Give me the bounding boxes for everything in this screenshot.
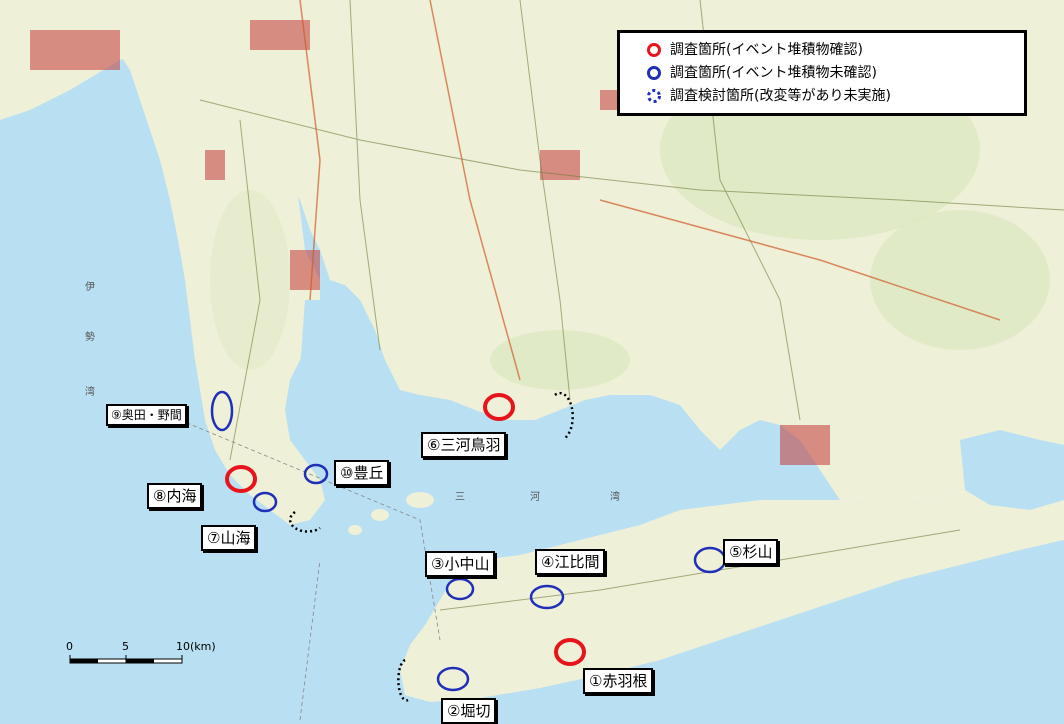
road-network xyxy=(199,0,1064,611)
legend-confirmed-icon xyxy=(647,43,661,57)
scale-tick-5: 5 xyxy=(122,640,129,653)
site-marker-2 xyxy=(436,666,470,692)
island xyxy=(371,509,389,521)
site-label-toyooka: ⑩豊丘 xyxy=(334,460,390,486)
legend-planned-label: 調査検討箇所(改変等があり未実施) xyxy=(670,88,891,104)
sea-labels: 伊 勢 湾 三 河 湾 xyxy=(85,281,620,503)
svg-text:勢: 勢 xyxy=(85,330,95,343)
planned-site-marks xyxy=(288,391,574,702)
site-label-sugiyama: ⑤杉山 xyxy=(723,539,779,565)
island xyxy=(348,525,362,535)
legend-planned-icon xyxy=(647,89,661,103)
site-marker-8 xyxy=(225,465,257,493)
island xyxy=(406,492,434,508)
svg-text:三: 三 xyxy=(455,492,465,503)
chita-bay xyxy=(295,300,380,450)
scale-tick-10: 10(km) xyxy=(176,640,216,653)
site-marker-7 xyxy=(252,491,278,513)
legend-unconfirmed-icon xyxy=(647,66,661,80)
site-marker-1 xyxy=(554,638,586,666)
site-label-konakayama: ③小中山 xyxy=(425,551,496,577)
highways xyxy=(299,0,1001,381)
svg-text:伊: 伊 xyxy=(85,281,95,293)
site-marker-3 xyxy=(445,577,475,601)
site-marker-6 xyxy=(483,393,515,421)
site-label-utsumi: ⑧内海 xyxy=(147,483,203,509)
east-bay xyxy=(960,430,1064,510)
chita-peninsula xyxy=(0,0,325,525)
map-legend: 調査箇所(イベント堆積物確認) 調査箇所(イベント堆積物未確認) 調査検討箇所(… xyxy=(617,30,1027,116)
site-label-mikawatoba: ⑥三河鳥羽 xyxy=(421,432,507,458)
site-label-okuda-noma: ⑨奥田・野間 xyxy=(106,404,187,426)
site-label-ebima: ④江比間 xyxy=(535,549,606,575)
site-label-sankai: ⑦山海 xyxy=(201,525,257,551)
svg-text:湾: 湾 xyxy=(610,490,620,503)
site-marker-10 xyxy=(303,463,329,485)
svg-text:河: 河 xyxy=(530,491,540,503)
hill-area xyxy=(490,330,630,390)
boundary-lines xyxy=(179,419,441,721)
site-marker-4 xyxy=(529,584,565,610)
site-marker-9 xyxy=(210,390,234,432)
hill-area xyxy=(210,190,290,370)
site-label-horikiri: ②堀切 xyxy=(441,698,497,724)
legend-unconfirmed-label: 調査箇所(イベント堆積物未確認) xyxy=(670,65,877,81)
hill-area xyxy=(870,210,1050,350)
site-label-akabane: ①赤羽根 xyxy=(583,668,654,694)
scale-tick-0: 0 xyxy=(66,640,73,653)
urban-areas xyxy=(30,20,830,465)
legend-confirmed-label: 調査箇所(イベント堆積物確認) xyxy=(670,42,863,58)
scale-bar xyxy=(69,655,183,664)
svg-text:湾: 湾 xyxy=(85,385,95,398)
